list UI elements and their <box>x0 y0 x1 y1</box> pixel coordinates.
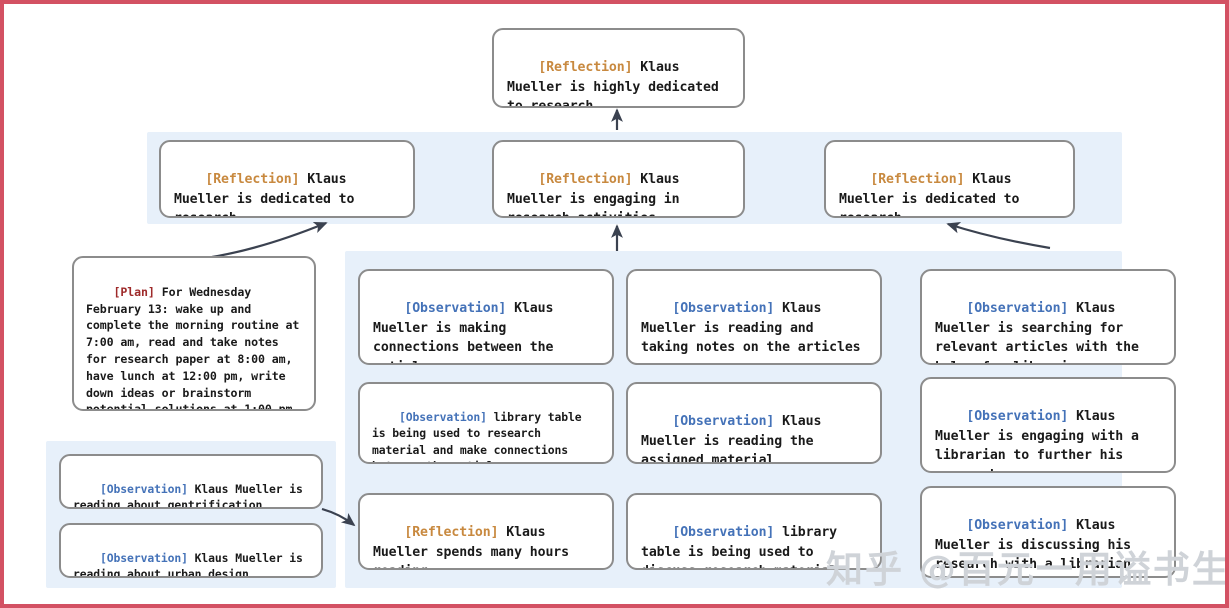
node-left-observation-1[interactable]: [Observation] Klaus Mueller is reading a… <box>59 454 323 509</box>
node-text: Klaus Mueller is searching for relevant … <box>935 301 1139 363</box>
edge-right-col-to-right-reflection <box>946 221 1051 250</box>
node-root-reflection[interactable]: [Reflection] Klaus Mueller is highly ded… <box>492 28 745 108</box>
node-text: Klaus Mueller is reading and taking note… <box>641 301 861 356</box>
node-text: Klaus Mueller is discussing his research… <box>935 518 1139 573</box>
node-tag: [Reflection] <box>404 525 499 541</box>
node-plan[interactable]: [Plan] For Wednesday February 13: wake u… <box>72 256 316 411</box>
node-text: Klaus Mueller is reading about gentrific… <box>73 482 310 509</box>
node-tag: [Reflection] <box>870 172 965 188</box>
node-left-observation-2[interactable]: [Observation] Klaus Mueller is reading a… <box>59 523 323 578</box>
node-tag: [Reflection] <box>538 172 633 188</box>
node-tag: [Observation] <box>672 525 775 541</box>
watermark: 知乎 @百元一用谥书生 <box>826 548 1229 591</box>
node-tag: [Reflection] <box>205 172 300 188</box>
node-tag: [Observation] <box>100 551 188 566</box>
node-text: library table is being used to discuss r… <box>641 525 837 568</box>
node-tag: [Observation] <box>404 301 507 317</box>
node-right-observation-2[interactable]: [Observation] Klaus Mueller is engaging … <box>920 377 1176 473</box>
node-text: Klaus Mueller is reading the assigned ma… <box>641 414 830 464</box>
node-tag: [Observation] <box>966 301 1069 317</box>
node-midright-observation-1[interactable]: [Observation] Klaus Mueller is reading a… <box>626 269 882 365</box>
node-midleft-observation-2[interactable]: [Observation] library table is being use… <box>358 382 614 464</box>
edge-plan-to-left-reflection <box>211 221 328 259</box>
node-tag: [Observation] <box>672 414 775 430</box>
node-tag: [Observation] <box>100 482 188 497</box>
node-tag: [Observation] <box>966 409 1069 425</box>
node-right-observation-1[interactable]: [Observation] Klaus Mueller is searching… <box>920 269 1176 365</box>
node-text: Klaus Mueller spends many hours reading <box>373 525 569 568</box>
node-midleft-observation-1[interactable]: [Observation] Klaus Mueller is making co… <box>358 269 614 365</box>
node-text: library table is being used to research … <box>372 410 582 462</box>
node-tag: [Observation] <box>672 301 775 317</box>
node-tag: [Reflection] <box>538 60 633 76</box>
node-text: For Wednesday February 13: wake up and c… <box>86 284 300 411</box>
node-midleft-reflection[interactable]: [Reflection] Klaus Mueller spends many h… <box>358 493 614 570</box>
node-text: Klaus Mueller is engaging in research ac… <box>507 172 680 216</box>
node-reflection-middle[interactable]: [Reflection] Klaus Mueller is engaging i… <box>492 140 745 218</box>
node-reflection-right[interactable]: [Reflection] Klaus Mueller is dedicated … <box>824 140 1075 218</box>
node-right-observation-3[interactable]: [Observation] Klaus Mueller is discussin… <box>920 486 1176 578</box>
node-tag: [Plan] <box>113 284 155 299</box>
node-reflection-left[interactable]: [Reflection] Klaus Mueller is dedicated … <box>159 140 415 218</box>
node-text: Klaus Mueller is making connections betw… <box>373 301 554 363</box>
node-text: Klaus Mueller is engaging with a librari… <box>935 409 1139 471</box>
node-text: Klaus Mueller is dedicated to research <box>839 172 1020 216</box>
node-midright-observation-2[interactable]: [Observation] Klaus Mueller is reading t… <box>626 382 882 464</box>
node-text: Klaus Mueller is highly dedicated to res… <box>507 60 727 108</box>
node-text: Klaus Mueller is dedicated to research <box>174 172 355 216</box>
node-midright-observation-3[interactable]: [Observation] library table is being use… <box>626 493 882 570</box>
node-text: Klaus Mueller is reading about urban des… <box>73 551 310 578</box>
node-tag: [Observation] <box>966 518 1069 534</box>
node-tag: [Observation] <box>399 410 487 425</box>
